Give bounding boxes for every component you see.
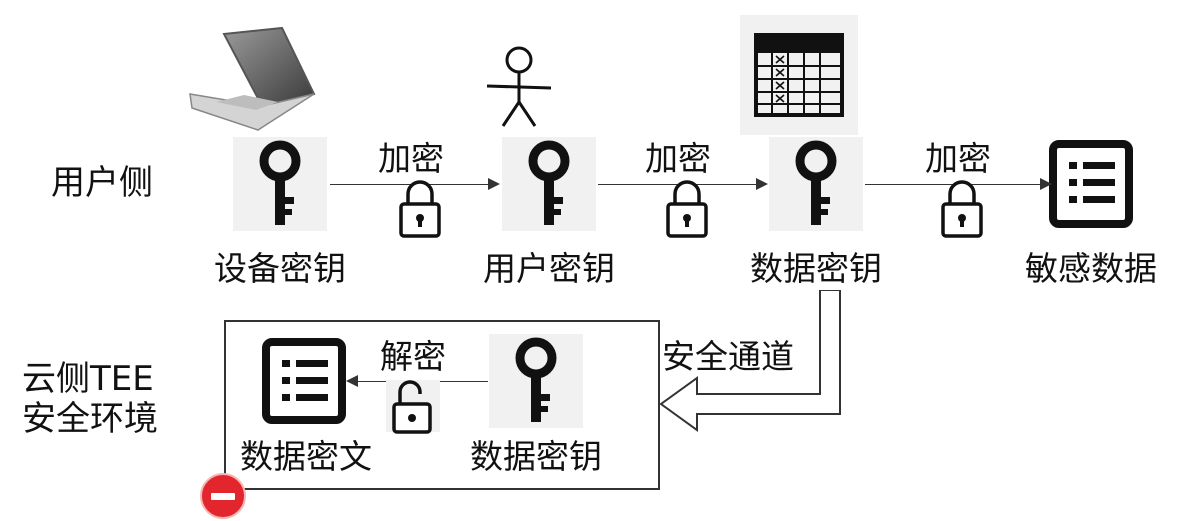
cloud-tee-frame <box>224 320 660 490</box>
cloud-data-key-icon <box>489 334 583 428</box>
sensitive-data-icon <box>1045 138 1135 228</box>
user-key-icon <box>502 137 596 231</box>
encrypt-label-1: 加密 <box>378 139 444 178</box>
device-key-label: 设备密钥 <box>214 249 346 288</box>
no-entry-icon <box>200 473 246 519</box>
laptop-icon <box>186 22 321 140</box>
encrypt-label-3: 加密 <box>925 139 991 178</box>
cloud-tee-label-line2: 安全环境 <box>22 399 158 439</box>
user-key-label: 用户密钥 <box>483 249 615 288</box>
secure-channel-arrow <box>655 289 845 444</box>
data-key-icon <box>769 137 863 231</box>
lock-icon <box>938 178 986 238</box>
encrypt-label-2: 加密 <box>645 139 711 178</box>
data-table-icon <box>740 15 858 135</box>
user-side-label: 用户侧 <box>51 163 153 203</box>
lock-icon <box>396 178 444 238</box>
cloud-data-key-label: 数据密钥 <box>470 437 602 476</box>
unlocked-lock-icon <box>386 380 440 434</box>
data-key-label: 数据密钥 <box>750 249 882 288</box>
ciphertext-icon <box>260 336 350 426</box>
device-key-icon <box>233 137 327 231</box>
cloud-tee-label-line1: 云侧TEE <box>22 359 154 399</box>
stick-figure-icon <box>485 46 555 132</box>
secure-channel-label: 安全通道 <box>662 337 794 376</box>
ciphertext-label: 数据密文 <box>240 437 372 476</box>
lock-icon <box>663 178 711 238</box>
sensitive-data-label: 敏感数据 <box>1025 249 1157 288</box>
decrypt-label: 解密 <box>380 337 446 376</box>
